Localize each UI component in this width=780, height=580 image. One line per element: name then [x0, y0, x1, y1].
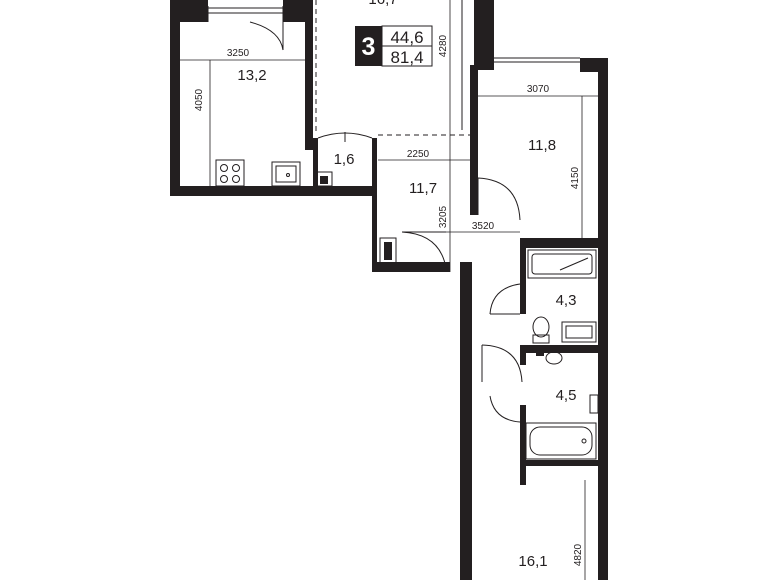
door-entrance-icon [401, 231, 447, 269]
dim-living-depth: 4820 [573, 543, 584, 566]
walls [170, 0, 608, 580]
room-area-bath1: 4,3 [556, 292, 577, 309]
room-area-top: 16,7 [368, 0, 397, 8]
wall-bath2-left-top [520, 345, 526, 365]
door-balcony-icon [249, 21, 284, 51]
badge-total-area: 81,4 [390, 48, 423, 67]
wall-hall-bottom [372, 262, 450, 272]
badge-rooms-box [355, 26, 382, 66]
dim-kitchen-depth: 4050 [194, 88, 205, 111]
door-bedroom-icon [477, 177, 521, 221]
wall-bedroom-left [470, 65, 478, 215]
dimension-lines [180, 0, 598, 580]
wall-bath2-bottom [520, 460, 598, 466]
wall-kitchen-right [305, 0, 313, 150]
fixtures [215, 159, 599, 460]
toilet2-icon [545, 351, 563, 365]
hall-fixture-icon [379, 237, 397, 265]
dim-hall-depth: 3205 [438, 205, 449, 228]
room-area-storage: 1,6 [334, 151, 355, 168]
wall-top-pier-left [180, 0, 208, 22]
wall-bedroom-bottom [520, 238, 598, 248]
wall-kitchen-left [170, 0, 180, 196]
wall-bath-divider [520, 345, 598, 353]
wall-top-pier-right [283, 0, 305, 22]
door-bath1-icon [489, 283, 521, 315]
wall-kitchen-bottom [170, 186, 375, 196]
wall-storage-left [313, 138, 318, 188]
badge-living-area: 44,6 [390, 28, 423, 47]
wall-bath1-left [520, 248, 526, 314]
dim-kitchen-width: 3250 [227, 48, 250, 59]
wall-bath2-left [520, 405, 526, 485]
door-bath2-lower-icon [489, 395, 521, 423]
boiler-icon [315, 171, 333, 187]
wall-left-long [460, 262, 472, 580]
dim-top-depth: 4280 [438, 34, 449, 57]
room-area-bath2: 4,5 [556, 387, 577, 404]
dim-hall-width: 2250 [407, 149, 430, 160]
doors [249, 21, 523, 423]
kitchen-sink-icon [271, 161, 301, 187]
room-area-bedroom: 11,8 [528, 137, 556, 154]
room-area-living: 16,1 [518, 553, 547, 570]
thin-lines [207, 0, 580, 142]
sink2-icon [589, 394, 599, 414]
dim-bedroom-depth: 4150 [570, 166, 581, 189]
bathtub1-icon [527, 249, 597, 279]
wall-top-pier-tr [474, 0, 494, 70]
badge-rooms-count: 3 [362, 33, 376, 61]
dim-bedroom-width: 3070 [527, 84, 550, 95]
bath2-fixture-small [536, 350, 544, 356]
wall-storage-right [372, 138, 377, 266]
stove-icon [215, 159, 245, 187]
bathtub2-icon [525, 422, 597, 460]
toilet1-icon [532, 316, 550, 338]
wall-right-outer [598, 58, 608, 580]
room-area-hall: 11,7 [409, 180, 437, 197]
apartment-badge: 3 44,6 81,4 [355, 25, 433, 67]
sink1-icon [561, 321, 597, 343]
dim-corridor-width: 3520 [472, 221, 495, 232]
door-bath2-upper-icon [481, 344, 523, 383]
room-area-kitchen: 13,2 [237, 67, 266, 84]
